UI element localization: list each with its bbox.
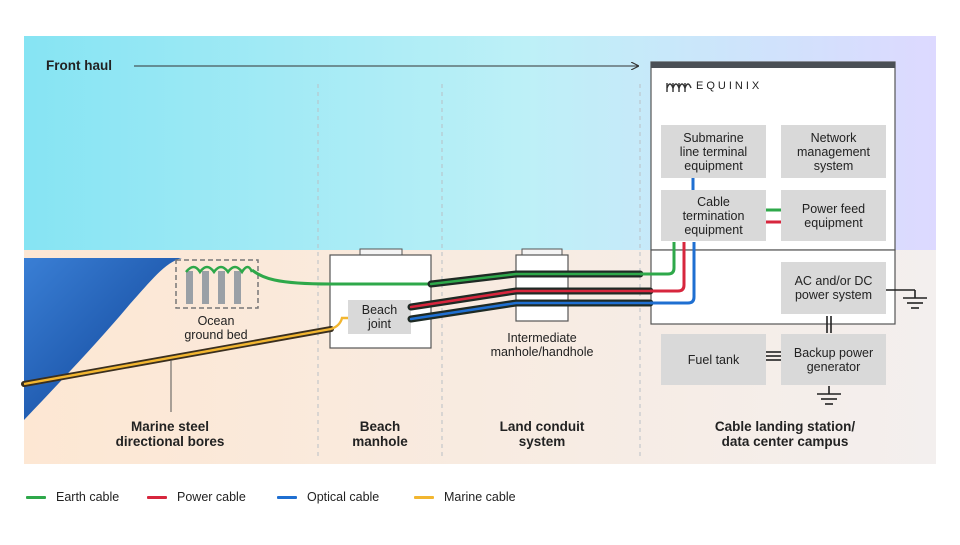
connector-fuel-generator [766, 351, 781, 361]
legend-swatch-optical [277, 495, 297, 499]
section-beach-label: Beach manhole [352, 419, 408, 449]
legend-swatch-power [147, 495, 167, 499]
sea-area [24, 258, 182, 420]
earth-cable-station [640, 242, 676, 276]
network-management-box: Network management system [781, 125, 886, 178]
station-roof [651, 62, 895, 68]
power-cable-station [650, 242, 686, 293]
intermediate-manhole-label: Intermediate manhole/handhole [490, 331, 594, 359]
legend-label-marine: Marine cable [444, 490, 516, 504]
equinix-logo-icon [666, 83, 692, 92]
submarine-lte-box: Submarine line terminal equipment [661, 125, 766, 178]
ac-dc-power-box: AC and/or DC power system [781, 262, 886, 314]
marine-cable-to-joint [330, 316, 348, 331]
brand-name: EQUINIX [696, 80, 763, 92]
ocean-ground-bed-label: Ocean ground bed [184, 314, 248, 342]
section-land-label: Land conduit system [499, 419, 585, 449]
legend-swatch-marine [414, 495, 434, 499]
beach-joint-box [348, 300, 411, 334]
backup-generator-box: Backup power generator [781, 334, 886, 385]
legend: Earth cable Power cable Optical cable Ma… [26, 487, 746, 507]
ground-bed-coil [185, 265, 254, 275]
ground-symbol-acdc [885, 289, 927, 309]
earth-cable-groundbed [251, 268, 431, 286]
section-station-label: Cable landing station/ data center campu… [714, 419, 856, 449]
front-haul-label: Front haul [46, 58, 112, 73]
section-dividers [317, 84, 641, 456]
ground-bed-frame [175, 259, 259, 309]
legend-item-optical: Optical cable [277, 487, 379, 507]
ground-symbol-generator [817, 386, 841, 405]
optical-cable-station [650, 242, 696, 305]
legend-item-earth: Earth cable [26, 487, 119, 507]
legend-swatch-earth [26, 495, 46, 499]
section-marine-label: Marine steel directional bores [115, 419, 225, 449]
intermediate-manhole-lid [521, 248, 563, 256]
power-feed-box: Power feed equipment [781, 190, 886, 241]
cable-termination-box: Cable termination equipment [661, 190, 766, 241]
legend-label-power: Power cable [177, 490, 246, 504]
marine-cable [23, 327, 332, 386]
legend-item-power: Power cable [147, 487, 246, 507]
legend-item-marine: Marine cable [414, 487, 516, 507]
connector-acdc-generator [826, 316, 832, 333]
legend-label-optical: Optical cable [307, 490, 380, 504]
beach-manhole-lid [359, 248, 403, 256]
cable-bundle [407, 270, 654, 323]
beach-joint-label: Beach joint [361, 303, 398, 331]
legend-label-earth: Earth cable [56, 490, 120, 504]
fuel-tank-box: Fuel tank [661, 334, 766, 385]
ground-bed-rods [186, 271, 241, 304]
